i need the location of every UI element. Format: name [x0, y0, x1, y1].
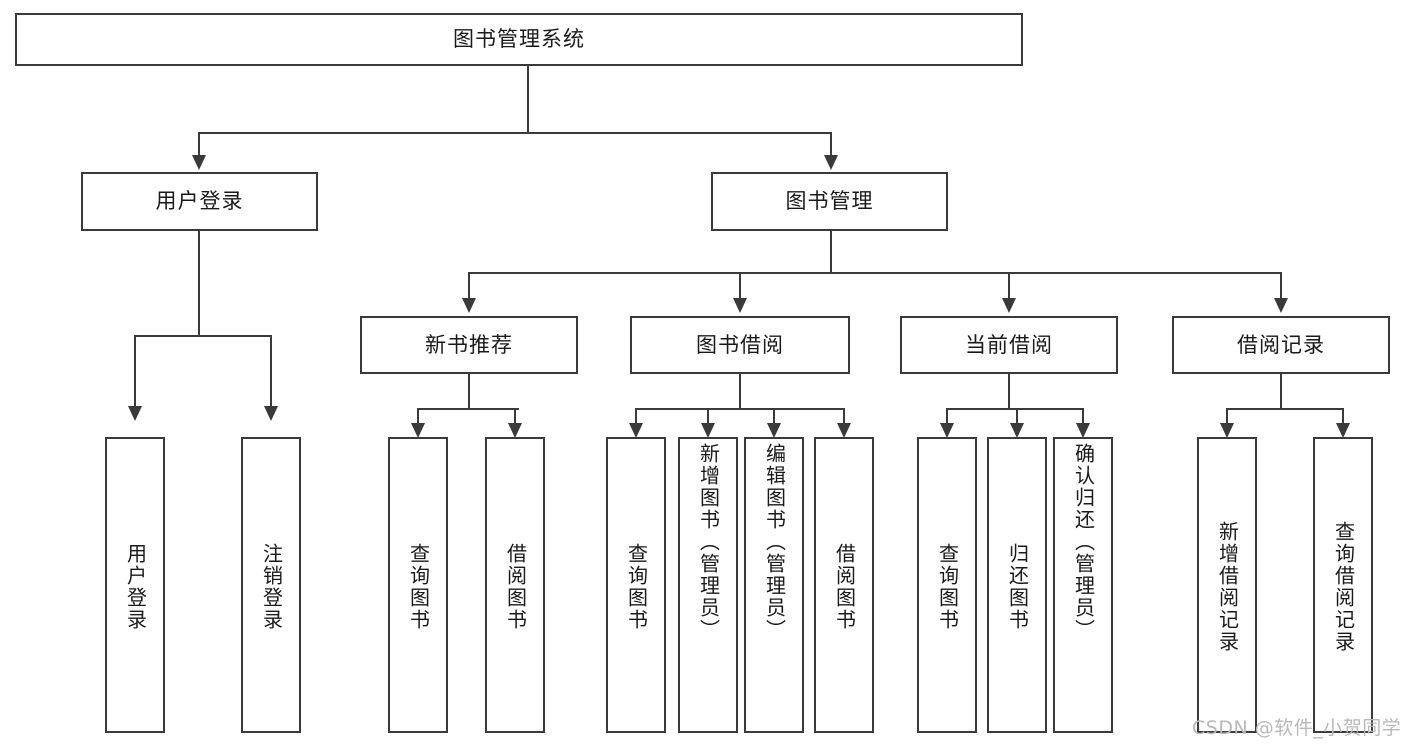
connector-borrow-record-bus [1226, 408, 1342, 410]
connector-user-login-bus [134, 335, 270, 337]
connector-root-to-book-management [830, 132, 832, 156]
connector-borrow-record-to-leaf-2 [1342, 408, 1344, 424]
arrowhead-book-management-to-book-borrow [733, 298, 747, 313]
connector-book-management-to-current-borrow [1008, 272, 1010, 299]
connector-current-borrow-stem [1008, 374, 1010, 408]
arrowhead-new-book-to-leaf-2 [508, 423, 522, 438]
arrowhead-current-borrow-to-leaf-3 [1076, 423, 1090, 438]
connector-user-login-stem [198, 231, 200, 335]
connector-book-management-to-new-book [468, 272, 470, 299]
arrowhead-root-to-book-management [824, 155, 838, 170]
leaf-current-borrow-return-book[interactable]: 归还图书 [987, 437, 1047, 733]
connector-book-management-stem [830, 231, 832, 272]
node-root-book-management-system[interactable]: 图书管理系统 [15, 13, 1023, 66]
connector-new-book-to-leaf-2 [514, 408, 516, 424]
arrowhead-root-to-user-login [192, 155, 206, 170]
arrowhead-current-borrow-to-leaf-2 [1010, 423, 1024, 438]
node-user-login[interactable]: 用户登录 [81, 172, 318, 231]
connector-book-management-bus [468, 272, 1280, 274]
leaf-new-book-borrow-book[interactable]: 借阅图书 [485, 437, 545, 733]
leaf-user-login-logout[interactable]: 注销登录 [241, 437, 301, 733]
arrowhead-book-borrow-to-leaf-2 [701, 423, 715, 438]
leaf-borrow-record-add-record[interactable]: 新增借阅记录 [1197, 437, 1257, 733]
arrowhead-book-management-to-current-borrow [1002, 298, 1016, 313]
connector-user-login-to-leaf-1 [134, 335, 136, 407]
arrowhead-user-login-to-leaf-2 [264, 406, 278, 421]
leaf-book-borrow-add-book-admin[interactable]: 新增图书（管理员） [678, 437, 738, 733]
connector-book-borrow-bus [635, 408, 843, 410]
connector-book-borrow-to-leaf-2 [707, 408, 709, 424]
leaf-book-borrow-edit-book-admin[interactable]: 编辑图书（管理员） [744, 437, 804, 733]
connector-user-login-to-leaf-2 [270, 335, 272, 407]
arrowhead-user-login-to-leaf-1 [128, 406, 142, 421]
connector-book-borrow-to-leaf-3 [773, 408, 775, 424]
node-borrow-record[interactable]: 借阅记录 [1172, 316, 1390, 374]
connector-book-borrow-stem [739, 374, 741, 408]
connector-new-book-to-leaf-1 [417, 408, 419, 424]
connector-current-borrow-bus [946, 408, 1082, 410]
leaf-borrow-record-query-record[interactable]: 查询借阅记录 [1313, 437, 1373, 733]
connector-book-borrow-to-leaf-1 [635, 408, 637, 424]
arrowhead-current-borrow-to-leaf-1 [940, 423, 954, 438]
arrowhead-book-management-to-new-book [462, 298, 476, 313]
leaf-book-borrow-borrow-book[interactable]: 借阅图书 [814, 437, 874, 733]
node-current-borrow[interactable]: 当前借阅 [900, 316, 1118, 374]
arrowhead-book-borrow-to-leaf-4 [837, 423, 851, 438]
connector-book-management-to-borrow-record [1280, 272, 1282, 299]
connector-new-book-bus [417, 408, 519, 410]
leaf-current-borrow-query-book[interactable]: 查询图书 [917, 437, 977, 733]
connector-new-book-stem [468, 374, 470, 408]
node-book-borrow[interactable]: 图书借阅 [630, 316, 850, 374]
connector-root-stem [527, 66, 529, 132]
connector-book-borrow-to-leaf-4 [843, 408, 845, 424]
connector-root-to-user-login [198, 132, 200, 156]
connector-current-borrow-to-leaf-3 [1082, 408, 1084, 424]
arrowhead-book-management-to-borrow-record [1274, 298, 1288, 313]
connector-current-borrow-to-leaf-2 [1016, 408, 1018, 424]
connector-borrow-record-to-leaf-1 [1226, 408, 1228, 424]
arrowhead-book-borrow-to-leaf-3 [767, 423, 781, 438]
connector-borrow-record-stem [1280, 374, 1282, 408]
arrowhead-new-book-to-leaf-1 [411, 423, 425, 438]
connector-root-bus [198, 132, 830, 134]
arrowhead-book-borrow-to-leaf-1 [629, 423, 643, 438]
leaf-book-borrow-query-book[interactable]: 查询图书 [606, 437, 666, 733]
connector-book-management-to-book-borrow [739, 272, 741, 299]
leaf-user-login-login[interactable]: 用户登录 [105, 437, 165, 733]
node-book-management[interactable]: 图书管理 [711, 172, 948, 231]
connector-current-borrow-to-leaf-1 [946, 408, 948, 424]
node-new-book-recommend[interactable]: 新书推荐 [360, 316, 578, 374]
leaf-new-book-query-book[interactable]: 查询图书 [388, 437, 448, 733]
leaf-current-borrow-confirm-return-admin[interactable]: 确认归还（管理员） [1053, 437, 1113, 733]
arrowhead-borrow-record-to-leaf-2 [1336, 423, 1350, 438]
arrowhead-borrow-record-to-leaf-1 [1220, 423, 1234, 438]
